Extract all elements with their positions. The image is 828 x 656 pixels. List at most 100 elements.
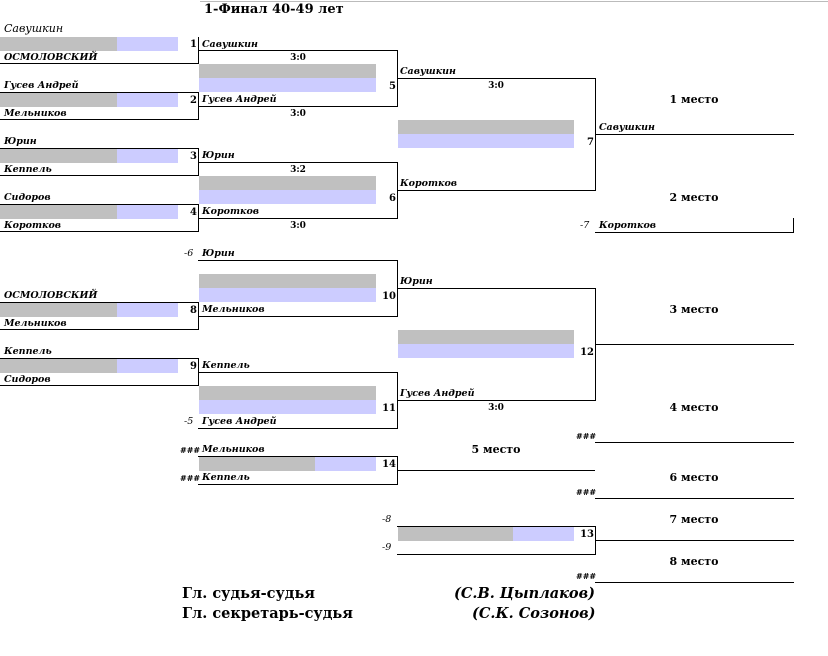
player-name: Мельников	[4, 108, 67, 119]
match-number: 3	[190, 151, 197, 162]
champion-name: Савушкин	[599, 122, 655, 133]
match-number: 9	[190, 361, 197, 372]
judge-name: (С.В. Цыплаков)	[454, 585, 595, 602]
loser-reference: -7	[580, 220, 590, 231]
bracket-line	[793, 218, 794, 233]
winner-name: Гусев Андрей	[400, 388, 475, 399]
bracket-line	[397, 78, 595, 79]
place-label: 7 место	[669, 513, 719, 526]
match-number: 11	[382, 403, 396, 414]
score-cell-gray	[199, 274, 376, 288]
winner-name: Юрин	[202, 150, 235, 161]
place-label: 5 место	[471, 443, 521, 456]
match-number: 13	[580, 529, 594, 540]
score-cell-lavender	[398, 344, 574, 358]
empty-value: ###	[180, 473, 201, 483]
score-cell-lavender	[117, 93, 178, 107]
player-name: ОСМОЛОВСКИЙ	[4, 290, 98, 301]
judge-role: Гл. судья-судья	[182, 585, 316, 602]
match-score: 3:0	[290, 221, 306, 231]
score-cell-gray	[199, 176, 376, 190]
empty-value: ###	[180, 445, 201, 455]
match-number: 5	[389, 81, 396, 92]
place-label: 8 место	[669, 555, 719, 568]
winner-name: Савушкин	[400, 66, 456, 77]
score-cell-gray	[199, 457, 315, 471]
score-cell-gray	[398, 120, 574, 134]
match-number: 4	[190, 207, 197, 218]
match-number: 8	[190, 305, 197, 316]
bracket-line	[0, 385, 198, 386]
bracket-line	[0, 63, 198, 64]
winner-name: Савушкин	[202, 39, 258, 50]
player-name: Сидоров	[4, 192, 51, 203]
bracket-line	[595, 344, 794, 345]
match-score: 3:0	[290, 53, 306, 63]
match-number: 1	[190, 39, 197, 50]
loser-reference: -9	[382, 542, 392, 553]
match-score: 3:0	[488, 81, 504, 91]
bracket-line	[0, 329, 198, 330]
bracket-line	[397, 190, 595, 191]
place-label: 2 место	[669, 191, 719, 204]
player-name: Мельников	[4, 318, 67, 329]
bracket-line	[198, 218, 397, 219]
bracket-line	[198, 260, 397, 261]
empty-value: ###	[576, 487, 597, 497]
bracket-line	[198, 162, 397, 163]
place-label: 4 место	[669, 401, 719, 414]
score-cell-gray	[0, 359, 117, 373]
score-cell-lavender	[398, 134, 574, 148]
match-number: 14	[382, 459, 396, 470]
place-label: 6 место	[669, 471, 719, 484]
secretary-role: Гл. секретарь-судья	[182, 605, 353, 622]
loser-reference: -8	[382, 514, 392, 525]
player-name: Юрин	[202, 248, 235, 259]
bracket-line	[397, 400, 595, 401]
score-cell-gray	[0, 93, 117, 107]
score-cell-lavender	[117, 359, 178, 373]
player-name: Коротков	[4, 220, 62, 231]
player-name: Кеппель	[4, 346, 52, 357]
bracket-line	[198, 302, 199, 330]
player-name: Савушкин	[4, 22, 64, 35]
score-cell-lavender	[199, 288, 376, 302]
bracket-line	[198, 372, 397, 373]
score-cell-lavender	[199, 78, 376, 92]
match-score: 3:0	[290, 109, 306, 119]
match-number: 12	[580, 347, 594, 358]
winner-name: Коротков	[202, 206, 260, 217]
empty-value: ###	[576, 571, 597, 581]
empty-value: ###	[576, 431, 597, 441]
score-cell-gray	[398, 330, 574, 344]
player-name: Мельников	[202, 444, 265, 455]
player-name: Гусев Андрей	[4, 80, 79, 91]
place-label: 3 место	[669, 303, 719, 316]
bracket-line	[0, 148, 198, 149]
loser-reference: -6	[184, 248, 194, 259]
secretary-name: (С.К. Созонов)	[472, 605, 596, 622]
bracket-line	[397, 470, 595, 471]
score-cell-gray	[0, 37, 117, 51]
score-cell-lavender	[315, 457, 376, 471]
bracket-line	[0, 92, 198, 93]
bracket-line	[595, 498, 794, 499]
score-cell-gray	[199, 386, 376, 400]
bracket-line	[595, 288, 596, 401]
score-cell-gray	[0, 205, 117, 219]
score-cell-lavender	[199, 400, 376, 414]
title-underline	[200, 1, 828, 2]
bracket-line	[0, 231, 198, 232]
page-title: 1-Финал 40-49 лет	[204, 2, 344, 17]
place-label: 1 место	[669, 93, 719, 106]
bracket-line	[0, 175, 198, 176]
bracket-line	[0, 119, 198, 120]
winner-name: Мельников	[202, 304, 265, 315]
match-number: 2	[190, 95, 197, 106]
bracket-line	[198, 50, 397, 51]
player-name: Кеппель	[202, 472, 250, 483]
bracket-line	[595, 540, 794, 541]
bracket-line	[397, 288, 595, 289]
bracket-line	[198, 456, 397, 457]
match-score: 3:0	[488, 403, 504, 413]
